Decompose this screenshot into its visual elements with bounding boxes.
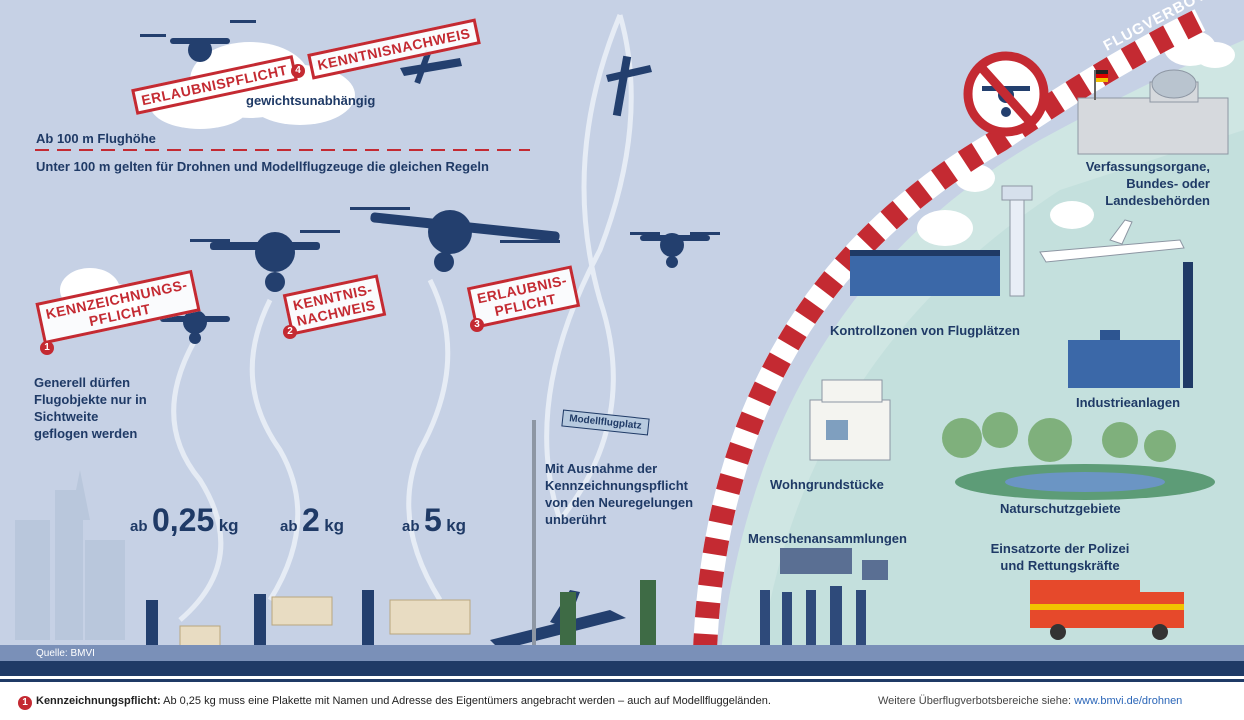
altitude-above-label: Ab 100 m Flughöhe [36,131,156,146]
line-of-sight-note: Generell dürfen Flugobjekte nur in Sicht… [34,375,147,441]
footer: 1 Kennzeichnungspflicht: Ab 0,25 kg muss… [0,682,1244,720]
footer-more: Weitere Überflugverbotsbereiche siehe: w… [878,695,1182,707]
weight-note: gewichtsunabhängig [246,93,376,108]
weight-unit: kg [218,516,239,535]
zone-wohngrundstuecke: Wohngrundstücke [770,477,884,492]
weight-value: 5 [423,502,442,538]
source-label: Quelle: BMVI [36,648,95,659]
weight-label-5: ab 5 kg [402,502,466,539]
weight-unit: kg [446,516,467,535]
zone-industrieanlagen: Industrieanlagen [1076,395,1181,410]
zone-kontrollzonen: Kontrollzonen von Flugplätzen [830,323,1020,338]
weight-prefix: ab [280,518,298,535]
footer-num-badge: 1 [18,696,32,710]
zone-menschenansammlungen: Menschenansammlungen [748,531,907,546]
footer-note-text: Ab 0,25 kg muss eine Plakette mit Namen … [163,695,771,707]
zone-einsatzorte: Einsatzorte der Polizei und Rettungskräf… [990,541,1130,573]
weight-unit: kg [324,516,345,535]
weight-label-025: ab 0,25 kg [130,502,239,539]
footer-more-label: Weitere Überflugverbotsbereiche siehe: [878,695,1072,707]
weight-prefix: ab [130,518,148,535]
footer-note-term: Kennzeichnungspflicht: [36,695,161,707]
weight-value: 0,25 [151,502,215,538]
num-badge-2: 2 [283,325,297,339]
altitude-below-label: Unter 100 m gelten für Drohnen und Model… [36,159,489,174]
zone-naturschutzgebiete: Naturschutzgebiete [1000,501,1121,516]
weight-label-2: ab 2 kg [280,502,344,539]
num-badge-1: 1 [40,341,54,355]
zone-verfassungsorgane: Verfassungsorgane, Bundes- oder Landesbe… [1085,159,1210,208]
weight-value: 2 [301,502,320,538]
footer-note: Kennzeichnungspflicht: Ab 0,25 kg muss e… [36,695,771,707]
modellflugplatz-note: Mit Ausnahme der Kennzeichnungspflicht v… [545,461,694,527]
weight-prefix: ab [402,518,420,535]
footer-more-link[interactable]: www.bmvi.de/drohnen [1074,695,1183,707]
num-badge-3: 3 [470,318,484,332]
num-badge-4: 4 [291,64,305,78]
